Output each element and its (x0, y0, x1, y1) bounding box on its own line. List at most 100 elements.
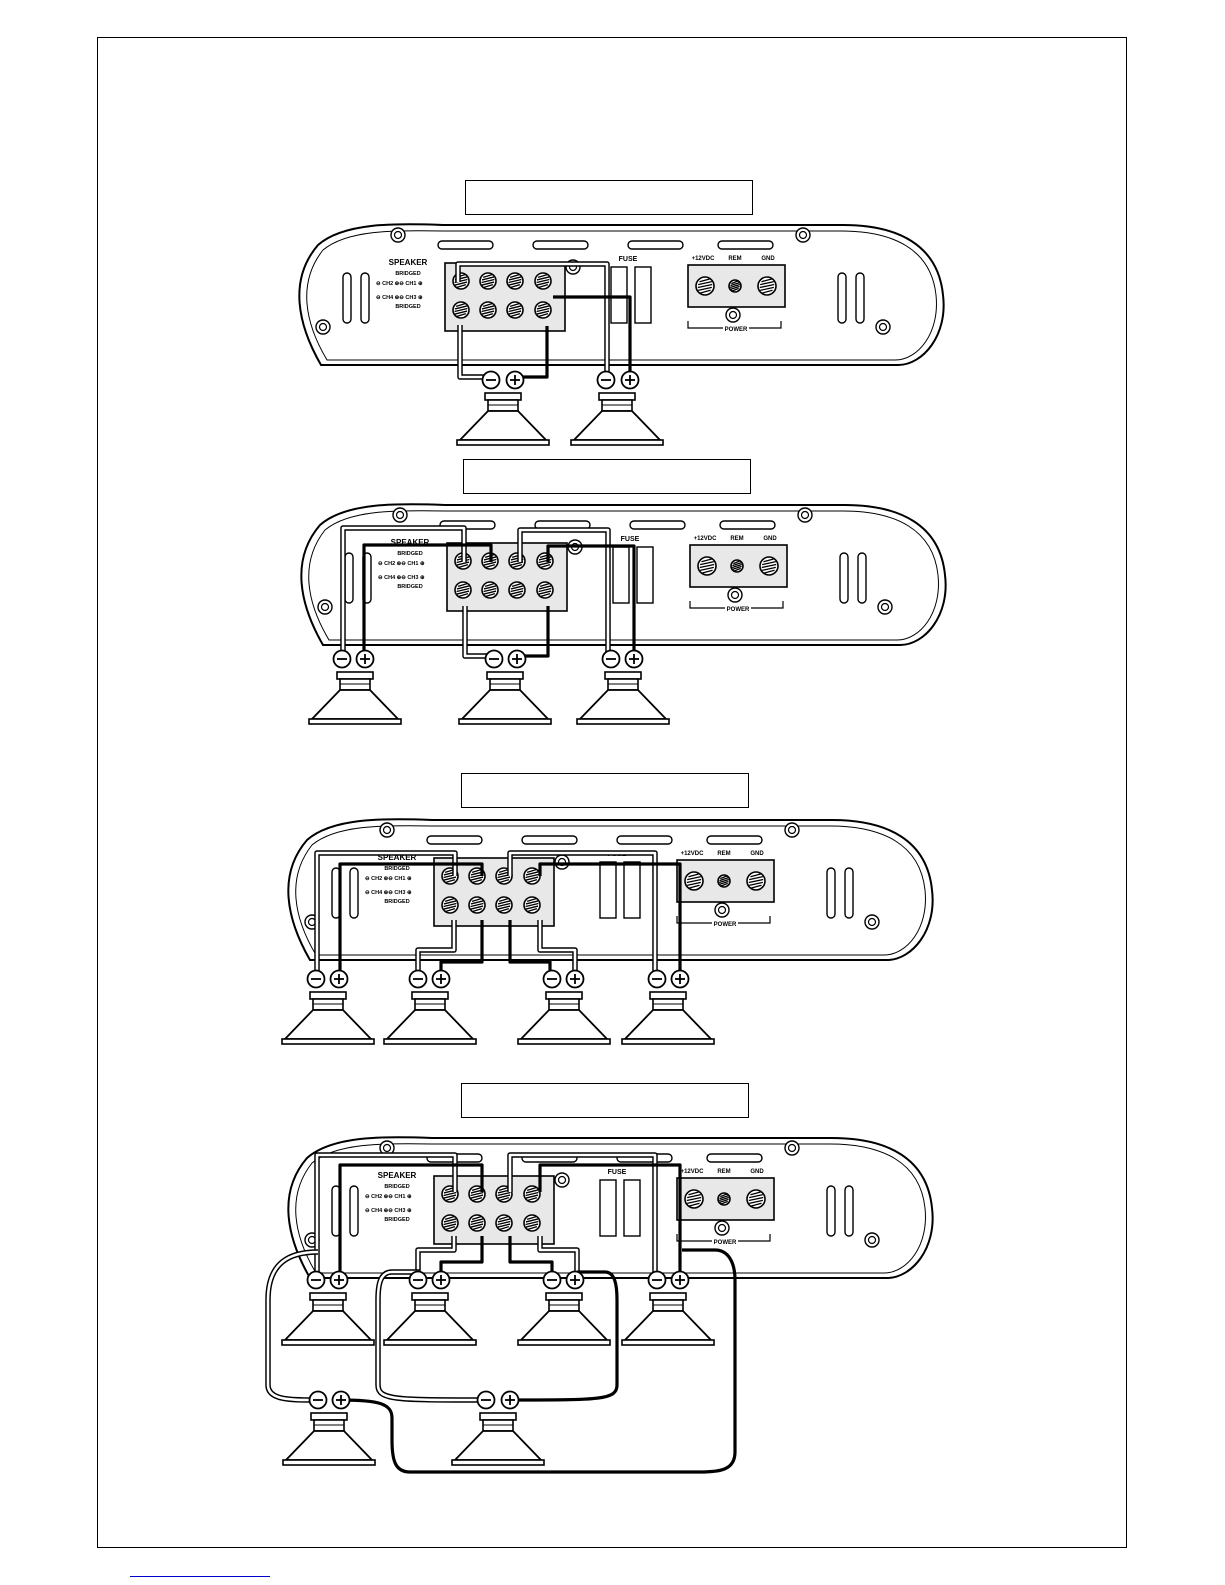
power-terminal-screw (684, 1189, 704, 1209)
vent-slot (521, 835, 578, 845)
terminal-minus (332, 649, 352, 669)
speaker-1 (308, 671, 402, 725)
bolt-icon (390, 227, 406, 243)
speaker-terminal-screw (441, 896, 459, 914)
power-label: POWER (727, 607, 750, 613)
power-terminal-screw (746, 1189, 766, 1209)
speaker-terminal-screw (523, 1214, 541, 1232)
bridged-label: BRIDGED (384, 1184, 409, 1190)
speaker-terminal-screw (454, 581, 472, 599)
terminal-minus (542, 1270, 562, 1290)
speaker-label: SPEAKER (378, 853, 417, 862)
fuse-slot (612, 546, 630, 604)
fuse-slot (636, 546, 654, 604)
speaker-3 (517, 991, 611, 1045)
terminal-minus (647, 969, 667, 989)
vent-slot (437, 240, 494, 250)
bolt-icon (864, 914, 880, 930)
gnd-label: GND (763, 536, 777, 542)
speaker-terminal-screw (468, 896, 486, 914)
diagram-2-title-box (463, 459, 751, 494)
terminal-plus (329, 969, 349, 989)
terminal-minus (306, 1270, 326, 1290)
vent-slot (629, 520, 686, 530)
power-terminal-screw (697, 556, 717, 576)
fuse-slot (623, 861, 641, 919)
fuse-label: FUSE (619, 256, 638, 263)
terminal-minus (647, 1270, 667, 1290)
wire-ch1-pos (538, 1163, 682, 1277)
rem-terminal-screw (728, 279, 742, 293)
12vdc-label: +12VDC (692, 256, 716, 262)
fuse-slot (599, 1179, 617, 1237)
wire-ch2-pos (338, 862, 484, 976)
rem-terminal-screw (717, 1192, 731, 1206)
side-vent (826, 1185, 836, 1237)
speaker-terminal-screw (468, 1214, 486, 1232)
wire-bridge-pos (515, 326, 549, 379)
power-label: POWER (714, 922, 737, 928)
rem-terminal-screw (730, 559, 744, 573)
speaker-1 (456, 392, 550, 446)
terminal-minus (308, 1390, 328, 1410)
diagram-4-title-box (461, 1083, 749, 1118)
wire-ch3-neg (508, 920, 552, 976)
vent-slot (717, 240, 774, 250)
ch2-ch1-label: ⊖ CH2 ⊕⊖ CH1 ⊕ (365, 876, 412, 882)
speaker-4 (621, 1292, 715, 1346)
bridged-label: BRIDGED (384, 1217, 409, 1223)
speaker-terminal-screw (506, 301, 524, 319)
terminal-minus (542, 969, 562, 989)
bolt-icon (797, 507, 813, 523)
speaker-terminal-screw (523, 867, 541, 885)
fuse-label: FUSE (608, 1169, 627, 1176)
diagram-1-title-box (465, 180, 753, 215)
ch2-ch1-label: ⊖ CH2 ⊕⊖ CH1 ⊕ (365, 1194, 412, 1200)
speaker-terminal-screw (536, 552, 554, 570)
wire-ch3-neg (508, 1236, 554, 1277)
power-terminal-screw (746, 871, 766, 891)
wire-ch4-pos (439, 920, 484, 976)
vent-slot (627, 240, 684, 250)
fuse-slot (599, 861, 617, 919)
terminal-plus (505, 370, 525, 390)
wire-bridge-pos (517, 606, 550, 658)
speaker-terminal-screw (536, 581, 554, 599)
terminal-plus (355, 649, 375, 669)
fuse-slot (623, 1179, 641, 1237)
12vdc-label: +12VDC (681, 851, 705, 857)
side-vent (855, 272, 865, 324)
bolt-icon (864, 1232, 880, 1248)
terminal-plus (431, 1270, 451, 1290)
wire-extra-left-pos (339, 1248, 737, 1474)
rem-label: REM (728, 256, 741, 262)
side-vent (342, 272, 352, 324)
bridged-label: BRIDGED (395, 271, 420, 277)
speaker-label: SPEAKER (391, 538, 430, 547)
ch2-ch1-label: ⊖ CH2 ⊕⊖ CH1 ⊕ (376, 281, 423, 287)
side-vent (837, 272, 847, 324)
side-vent (839, 552, 849, 604)
terminal-plus (624, 649, 644, 669)
terminal-plus (431, 969, 451, 989)
terminal-minus (484, 649, 504, 669)
12vdc-label: +12VDC (694, 536, 718, 542)
rem-label: REM (717, 1169, 730, 1175)
bolt-icon (727, 587, 743, 603)
vent-slot (706, 835, 763, 845)
speaker-label: SPEAKER (378, 1171, 417, 1180)
speaker-terminal-screw (523, 896, 541, 914)
ch2-ch1-label: ⊖ CH2 ⊕⊖ CH1 ⊕ (378, 561, 425, 567)
vent-slot (532, 240, 589, 250)
speaker-terminal-screw (506, 272, 524, 290)
ch4-ch3-label: ⊖ CH4 ⊕⊖ CH3 ⊕ (365, 890, 412, 896)
bridged-label: BRIDGED (384, 899, 409, 905)
speaker-terminal-screw (495, 896, 513, 914)
ch4-ch3-label: ⊖ CH4 ⊕⊖ CH3 ⊕ (378, 575, 425, 581)
rem-label: REM (717, 851, 730, 857)
terminal-minus (408, 1270, 428, 1290)
terminal-plus (670, 969, 690, 989)
